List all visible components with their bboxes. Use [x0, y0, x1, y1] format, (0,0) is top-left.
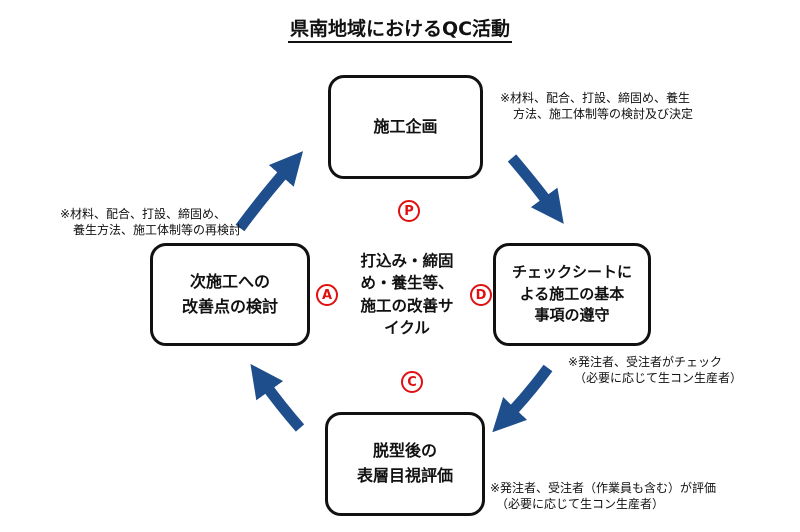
- check-note-line: （必要に応じて生コン生産者）: [496, 497, 665, 512]
- do-note-line: （必要に応じて生コン生産者）: [574, 371, 743, 386]
- check-note: ※発注者、受注者（作業員も含む）が評価 （必要に応じて生コン生産者）: [490, 480, 716, 512]
- cycle-center-text: 打込み・締固 め・養生等、 施工の改善サ イクル: [338, 250, 476, 340]
- plan-note-line: 方法、施工体制等の検討及び決定: [513, 107, 694, 122]
- center-line: 打込み・締固: [360, 252, 454, 270]
- act-box-line: 次施工への: [189, 271, 270, 291]
- arrow-plan-to-do: [507, 154, 564, 224]
- do-box-line: 事項の遵守: [534, 306, 610, 325]
- do-box-line: よる施工の基本: [519, 284, 625, 303]
- do-box: チェックシートに よる施工の基本 事項の遵守: [493, 243, 651, 346]
- center-line: 施工の改善サ: [360, 296, 454, 315]
- check-box-line: 脱型後の: [372, 441, 437, 461]
- do-note-line: ※発注者、受注者がチェック: [568, 355, 723, 369]
- act-letter-badge: A: [316, 284, 338, 306]
- act-box: 次施工への 改善点の検討: [150, 243, 310, 346]
- arrow-do-to-check: [492, 364, 553, 433]
- center-line: イクル: [384, 319, 430, 338]
- plan-note: ※材料、配合、打設、締固め、養生 方法、施工体制等の検討及び決定: [500, 90, 693, 122]
- act-note-line: 養生方法、施工体制等の再検討: [73, 223, 242, 238]
- do-note: ※発注者、受注者がチェック （必要に応じて生コン生産者）: [568, 354, 742, 386]
- check-box-line: 表層目視評価: [356, 466, 453, 485]
- plan-box-line: 施工企画: [373, 116, 438, 136]
- plan-letter-badge: P: [398, 200, 420, 222]
- arrow-check-to-act: [250, 363, 305, 432]
- do-letter-badge: D: [470, 284, 492, 306]
- check-note-line: ※発注者、受注者（作業員も含む）が評価: [490, 481, 717, 495]
- check-box: 脱型後の 表層目視評価: [325, 412, 485, 516]
- act-note: ※材料、配合、打設、締固め、 養生方法、施工体制等の再検討: [60, 206, 241, 238]
- act-note-line: ※材料、配合、打設、締固め、: [60, 207, 227, 221]
- diagram-title: 県南地域におけるQC活動: [0, 14, 800, 43]
- check-letter-badge: C: [401, 371, 423, 393]
- center-line: め・養生等、: [360, 274, 454, 293]
- plan-box: 施工企画: [328, 75, 483, 179]
- arrow-act-to-plan: [235, 151, 304, 232]
- do-box-line: チェックシートに: [511, 262, 632, 281]
- act-box-line: 改善点の検討: [181, 296, 278, 316]
- plan-note-line: ※材料、配合、打設、締固め、養生: [500, 91, 691, 105]
